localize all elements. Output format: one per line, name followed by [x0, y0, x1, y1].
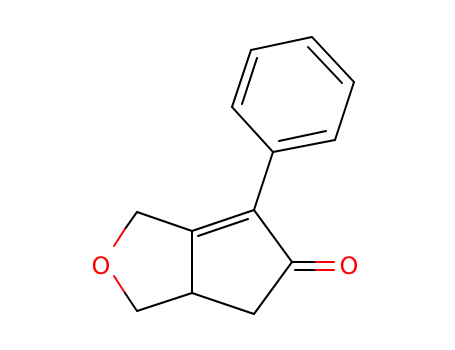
bond-c4-c5	[253, 209, 293, 263]
bond-c1-c6a	[136, 292, 193, 312]
bond-phenyl-4-inner	[307, 46, 343, 84]
bond-phenyl-5	[334, 81, 355, 141]
ketone-oxygen-label: O	[340, 252, 359, 280]
bond-c3-o-a	[124, 211, 138, 230]
bond-c4-c3a-double	[191, 209, 255, 232]
bonds-group	[113, 36, 355, 315]
bond-c4-c3a-double-inner	[197, 218, 249, 237]
atom-labels-group: O O	[92, 252, 359, 280]
bond-phenyl-to-c4	[253, 151, 274, 211]
bond-phenyl-6	[272, 139, 336, 153]
bond-c3-o-b	[113, 228, 126, 247]
bond-phenyl-2	[231, 49, 252, 108]
bond-c6a-c6	[191, 292, 255, 315]
bond-phenyl-3	[250, 36, 313, 51]
bond-o-c1-b	[124, 292, 138, 312]
bond-phenyl-6-inner	[278, 130, 327, 142]
bond-phenyl-1	[231, 106, 274, 153]
ring-oxygen-label: O	[92, 252, 111, 280]
bond-o-c1-a	[113, 275, 126, 294]
bond-c3a-c3	[136, 211, 193, 232]
bond-c6-c5	[253, 261, 293, 315]
bond-phenyl-4	[311, 36, 355, 83]
bond-phenyl-2-inner	[241, 57, 258, 105]
